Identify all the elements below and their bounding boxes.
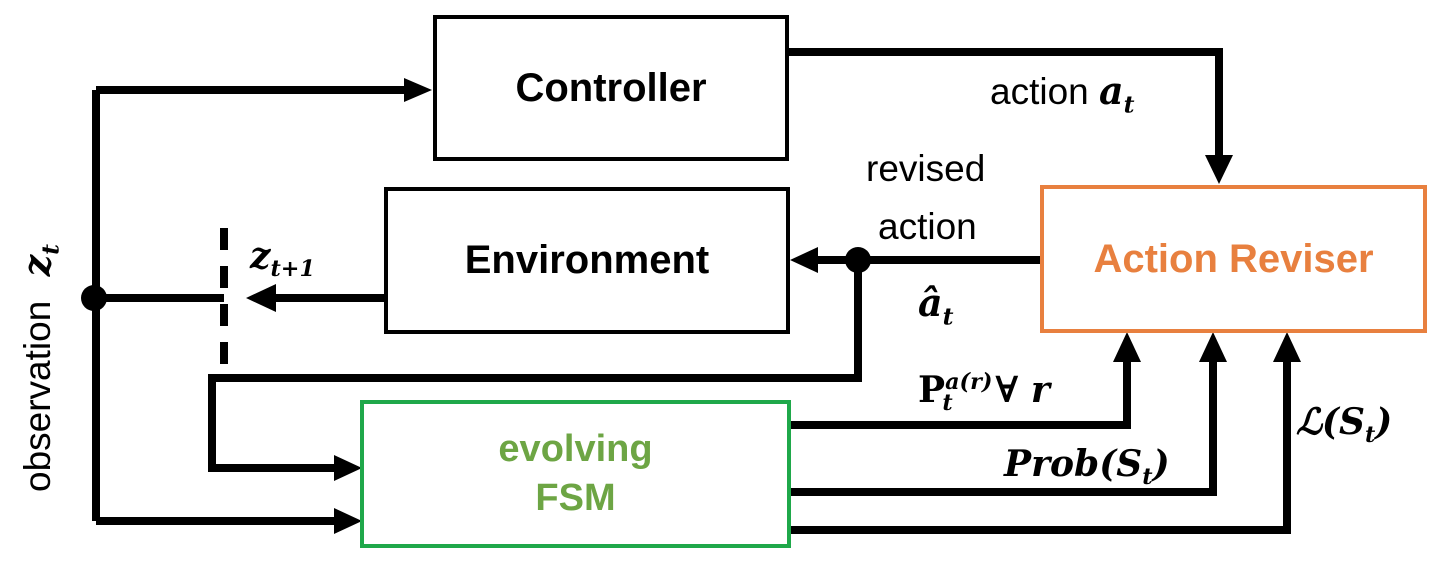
loss-close: ) xyxy=(1375,401,1393,443)
revised-action-label-line1: revised xyxy=(866,148,986,189)
controller-label: Controller xyxy=(515,65,707,110)
action-label: action at xyxy=(990,71,1135,117)
zt-sub: t xyxy=(36,243,65,255)
revised-action-symbol: ât xyxy=(918,284,954,329)
arrowhead-zt1 xyxy=(246,284,276,312)
loss-label: ℒ(St) xyxy=(1296,401,1393,446)
observation-symbol: zt xyxy=(14,244,65,277)
environment-label: Environment xyxy=(464,238,710,282)
p-sub: t xyxy=(942,390,953,417)
revised-symbol-sub: t xyxy=(942,302,954,331)
prob-label: Prob(St) xyxy=(1004,443,1170,488)
z-next-base: z xyxy=(250,235,271,277)
prob-sub: t xyxy=(1142,464,1153,491)
action-symbol-sub: t xyxy=(1123,90,1135,119)
arrow-loss-to-reviser xyxy=(790,360,1291,534)
fsm-label-line1: evolving xyxy=(498,427,653,470)
action-symbol: at xyxy=(1099,68,1135,117)
observation-junction-dot xyxy=(81,285,107,311)
p-forall: ∀ r xyxy=(995,369,1050,411)
z-next-symbol: zt+1 xyxy=(250,235,315,280)
arrowhead-fsm-bottom xyxy=(334,508,362,534)
arrow-prob-to-reviser xyxy=(790,360,1217,496)
arrowhead-environment xyxy=(790,247,818,273)
zt-base: z xyxy=(14,254,59,277)
observation-text: observation xyxy=(17,300,58,492)
fsm-label-line2: FSM xyxy=(535,477,616,519)
prob-close: ) xyxy=(1152,443,1170,485)
observation-label: observation zt xyxy=(14,152,65,492)
z-next-sub: t+1 xyxy=(270,256,315,283)
environment-box: Environment xyxy=(384,187,790,334)
p-sup: a(r) xyxy=(945,369,993,395)
arrowhead-fsm-top xyxy=(334,455,362,481)
loss-text: ℒ(S xyxy=(1296,401,1365,443)
revised-action-label-line2: action xyxy=(878,206,977,247)
action-symbol-base: a xyxy=(1099,68,1124,113)
arrowhead-p xyxy=(1113,332,1141,362)
revised-symbol-base: â xyxy=(918,280,943,325)
arrowhead-reviser-top xyxy=(1205,155,1233,184)
arrow-controller-to-reviser xyxy=(789,48,1223,160)
p-label: Pa(r)t ∀ r xyxy=(918,369,1050,415)
evolving-fsm-box: evolving FSM xyxy=(360,400,791,548)
action-reviser-box: Action Reviser xyxy=(1040,185,1427,333)
arrow-p-to-reviser xyxy=(790,360,1131,429)
arrowhead-loss xyxy=(1273,332,1301,362)
revised-action-junction-dot xyxy=(845,247,871,273)
revised-action-feedback xyxy=(208,260,862,472)
prob-text: Prob(S xyxy=(1004,443,1143,485)
arrowhead-controller xyxy=(404,78,432,102)
action-text: action xyxy=(990,71,1089,112)
loss-sub: t xyxy=(1364,422,1376,449)
p-base: P xyxy=(918,369,946,411)
controller-box: Controller xyxy=(433,15,789,161)
arrowhead-prob xyxy=(1199,332,1227,362)
action-reviser-label: Action Reviser xyxy=(1093,236,1374,281)
